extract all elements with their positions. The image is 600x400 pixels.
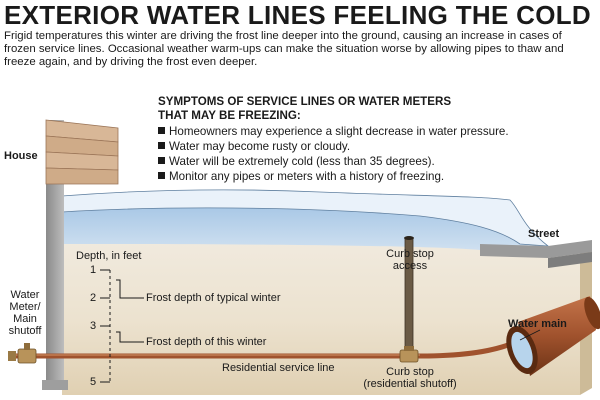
water-meter-label: Water Meter/ Main shutoff bbox=[8, 289, 42, 337]
house-label: House bbox=[4, 150, 38, 162]
depth-tick-5: 5 bbox=[90, 376, 97, 388]
depth-scale bbox=[100, 269, 144, 383]
list-item: Monitor any pipes or meters with a histo… bbox=[158, 169, 509, 184]
depth-tick-1: 1 bbox=[90, 264, 97, 276]
depth-tick-2: 2 bbox=[90, 292, 97, 304]
frost-typical-label: Frost depth of typical winter bbox=[146, 292, 281, 304]
house-foundation bbox=[46, 120, 64, 385]
symptoms-heading-line2: THAT MAY BE FREEZING: bbox=[158, 109, 301, 122]
intro-paragraph: Frigid temperatures this winter are driv… bbox=[4, 30, 564, 68]
water-meter-valve bbox=[8, 343, 37, 364]
water-main-label: Water main bbox=[508, 318, 567, 330]
house-siding bbox=[45, 119, 119, 185]
frost-surface bbox=[61, 189, 550, 247]
frost-this-label: Frost depth of this winter bbox=[146, 336, 267, 348]
frost-zone bbox=[62, 207, 548, 250]
service-line-label: Residential service line bbox=[222, 362, 335, 374]
bullet-icon bbox=[158, 127, 165, 134]
symptoms-heading: SYMPTOMS OF SERVICE LINES OR WATER METER… bbox=[158, 95, 458, 123]
water-main-pipe bbox=[506, 296, 600, 376]
curb-stop-access-label: Curb stop access bbox=[386, 248, 434, 272]
depth-tick-3: 3 bbox=[90, 320, 97, 332]
curb-stop-valve bbox=[399, 346, 419, 363]
bullet-icon bbox=[158, 172, 165, 179]
curb-stop-label: Curb stop (residential shutoff) bbox=[363, 366, 457, 390]
street-label: Street bbox=[528, 228, 560, 240]
bullet-icon bbox=[158, 157, 165, 164]
symptoms-list: Homeowners may experience a slight decre… bbox=[158, 124, 509, 184]
symptoms-heading-line1: SYMPTOMS OF SERVICE LINES OR WATER METER… bbox=[158, 95, 452, 108]
list-item: Homeowners may experience a slight decre… bbox=[158, 124, 509, 139]
street-slab bbox=[480, 240, 592, 258]
list-item: Water may become rusty or cloudy. bbox=[158, 139, 509, 154]
page-title: EXTERIOR WATER LINES FEELING THE COLD bbox=[4, 0, 591, 30]
bullet-icon bbox=[158, 142, 165, 149]
depth-title: Depth, in feet bbox=[76, 250, 142, 262]
list-item: Water will be extremely cold (less than … bbox=[158, 154, 509, 169]
